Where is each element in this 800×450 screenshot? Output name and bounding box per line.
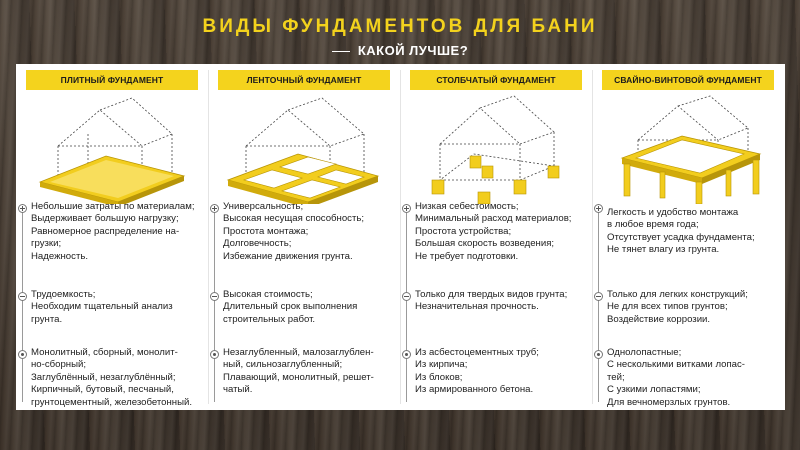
pile-screw-foundation-icon xyxy=(620,95,762,204)
minus-icon xyxy=(402,292,411,301)
strip-foundation-icon xyxy=(226,97,380,204)
cons-list: Только для твердых видов грунта; Незначи… xyxy=(415,289,568,313)
column-timeline xyxy=(210,204,219,402)
column-pillar: СТОЛБЧАТЫЙ ФУНДАМЕНТ xyxy=(400,64,592,410)
dot-icon xyxy=(210,350,219,359)
column-strip: ЛЕНТОЧНЫЙ ФУНДАМЕНТ Универсальность; Выс… xyxy=(208,64,400,410)
page-subtitle: КАКОЙ ЛУЧШЕ? xyxy=(0,43,800,58)
column-heading: ПЛИТНЫЙ ФУНДАМЕНТ xyxy=(26,70,198,90)
cons-list: Трудоемкость; Необходим тщательный анали… xyxy=(31,289,173,325)
pros-list: Низкая себестоимость; Минимальный расход… xyxy=(415,201,572,262)
types-list: Незаглубленный, малозаглублен- ный, силь… xyxy=(223,347,374,396)
column-heading: ЛЕНТОЧНЫЙ ФУНДАМЕНТ xyxy=(218,70,390,90)
minus-icon xyxy=(594,292,603,301)
plus-icon xyxy=(210,204,219,213)
pros-list: Универсальность; Высокая несущая способн… xyxy=(223,201,365,262)
subtitle-text: КАКОЙ ЛУЧШЕ? xyxy=(357,43,469,58)
dot-icon xyxy=(18,350,27,359)
types-list: Монолитный, сборный, монолит- но-сборный… xyxy=(31,347,192,408)
column-timeline xyxy=(594,204,603,402)
foundations-panel: ПЛИТНЫЙ ФУНДАМЕНТ Небольшие затраты по м… xyxy=(16,64,785,410)
pros-list: Легкость и удобство монтажа в любое врем… xyxy=(607,207,755,256)
slab-foundation-icon xyxy=(38,97,186,204)
minus-icon xyxy=(210,292,219,301)
cons-list: Только для легких конструкций; Не для вс… xyxy=(607,289,748,325)
column-timeline xyxy=(402,204,411,402)
column-slab: ПЛИТНЫЙ ФУНДАМЕНТ Небольшие затраты по м… xyxy=(16,64,208,410)
types-list: Однолопастные; С несколькими витками лоп… xyxy=(607,347,746,408)
plus-icon xyxy=(594,204,603,213)
plus-icon xyxy=(402,204,411,213)
column-foundation-icon xyxy=(431,95,560,204)
subtitle-dash xyxy=(331,51,350,53)
dot-icon xyxy=(594,350,603,359)
page-title: ВИДЫ ФУНДАМЕНТОВ ДЛЯ БАНИ xyxy=(202,16,598,37)
column-timeline xyxy=(18,204,27,402)
column-pile-screw: СВАЙНО-ВИНТОВОЙ ФУНДАМЕНТ xyxy=(592,64,784,410)
column-heading: СВАЙНО-ВИНТОВОЙ ФУНДАМЕНТ xyxy=(602,70,774,90)
plus-icon xyxy=(18,204,27,213)
header: ВИДЫ ФУНДАМЕНТОВ ДЛЯ БАНИ КАКОЙ ЛУЧШЕ? xyxy=(0,0,800,66)
dot-icon xyxy=(402,350,411,359)
minus-icon xyxy=(18,292,27,301)
pros-list: Небольшие затраты по материалам; Выдержи… xyxy=(31,201,195,262)
cons-list: Высокая стоимость; Длительный срок выпол… xyxy=(223,289,358,325)
column-heading: СТОЛБЧАТЫЙ ФУНДАМЕНТ xyxy=(410,70,582,90)
types-list: Из асбестоцементных труб; Из кирпича; Из… xyxy=(415,347,539,396)
